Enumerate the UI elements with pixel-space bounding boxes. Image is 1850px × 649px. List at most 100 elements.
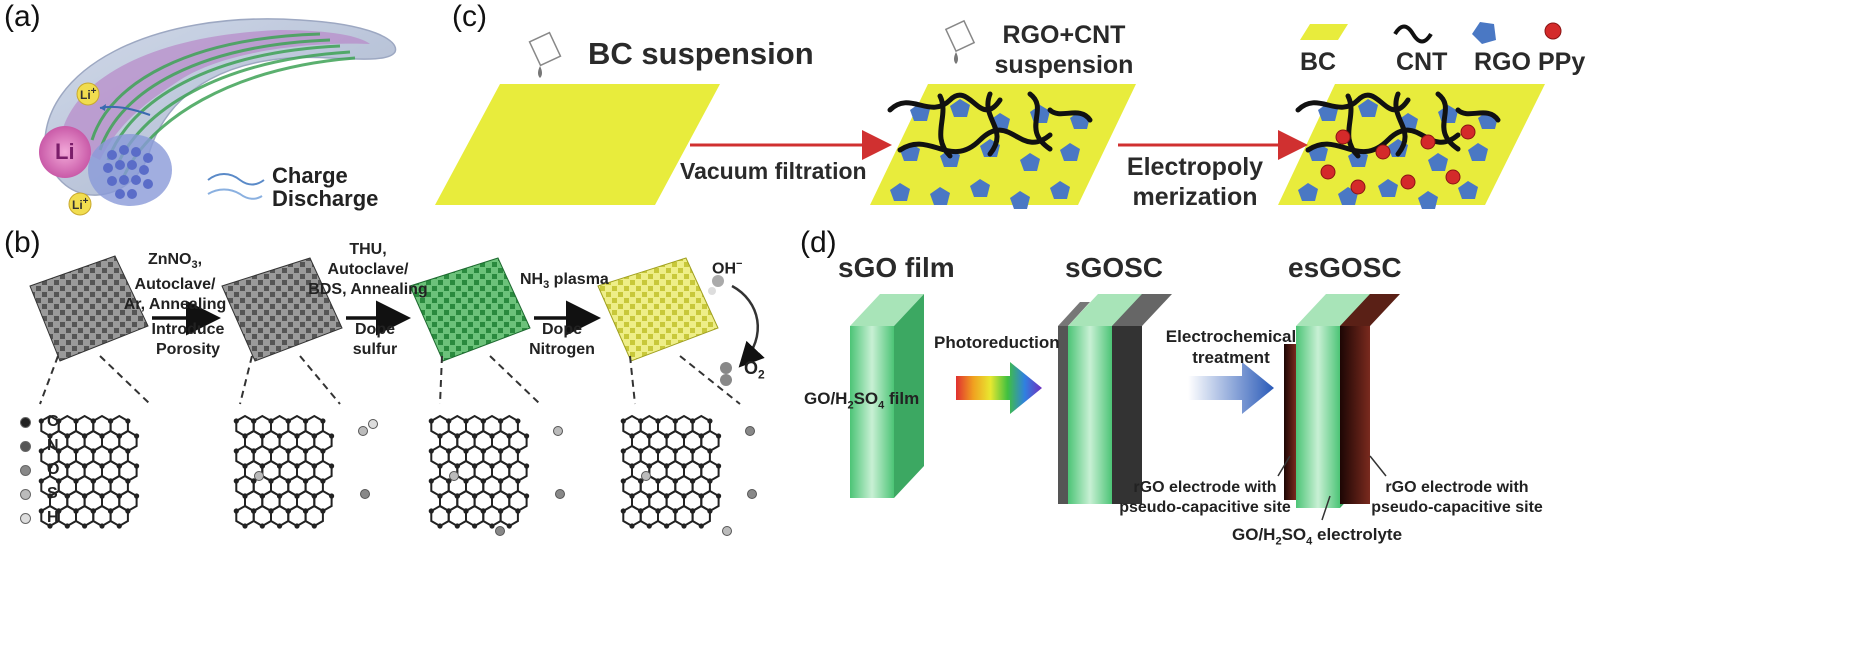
hexagon-ring bbox=[252, 504, 272, 528]
sgosc-film-front bbox=[1068, 326, 1112, 504]
ppy-particle bbox=[1350, 179, 1366, 195]
beaker-icon bbox=[528, 31, 562, 78]
carbon-atom bbox=[233, 508, 239, 514]
leader-electrolyte bbox=[1321, 495, 1331, 521]
carbon-atom bbox=[311, 463, 317, 469]
carbon-atom bbox=[285, 478, 291, 484]
carbon-atom bbox=[716, 493, 722, 499]
carbon-atom bbox=[303, 478, 309, 484]
lithium-sphere bbox=[39, 126, 91, 178]
carbon-atom bbox=[437, 523, 443, 529]
carbon-atom bbox=[259, 523, 265, 529]
carbon-atom bbox=[480, 418, 486, 424]
hexagon-ring bbox=[691, 504, 711, 528]
carbon-atom bbox=[437, 493, 443, 499]
carbon-atom bbox=[454, 493, 460, 499]
carbon-atom bbox=[259, 463, 265, 469]
hexagon-ring bbox=[92, 504, 112, 528]
carbon-atom bbox=[285, 508, 291, 514]
carbon-atom bbox=[268, 448, 274, 454]
rgo-flake bbox=[1010, 191, 1030, 209]
charge-label: Charge bbox=[272, 163, 348, 188]
carbon-atom bbox=[629, 433, 635, 439]
carbon-atom bbox=[655, 478, 661, 484]
leader-right bbox=[1369, 455, 1387, 477]
legend-rgo-label: RGO bbox=[1474, 48, 1531, 76]
legend-bc-swatch bbox=[1300, 24, 1348, 40]
carbon-atom bbox=[716, 433, 722, 439]
legend-dot-h bbox=[20, 512, 31, 524]
bc-suspension-label: BC suspension bbox=[588, 36, 814, 71]
carbon-atom bbox=[116, 463, 122, 469]
carbon-atom bbox=[320, 508, 326, 514]
rgo-flake bbox=[1358, 99, 1378, 117]
carbon-atom bbox=[134, 493, 140, 499]
legend-dot-c bbox=[20, 416, 31, 428]
carbon-atom bbox=[446, 418, 452, 424]
rgo-flake bbox=[950, 99, 970, 117]
electrochemical-arrow bbox=[1188, 362, 1274, 414]
carbon-atom bbox=[56, 478, 62, 484]
orr-arrow bbox=[731, 284, 765, 368]
legend-ppy-label: PPy bbox=[1538, 48, 1586, 76]
charge-arrow bbox=[207, 173, 265, 186]
carbon-atom bbox=[268, 508, 274, 514]
carbon-atom bbox=[47, 493, 53, 499]
carbon-atom bbox=[698, 493, 704, 499]
esgosc-film-top bbox=[1296, 294, 1370, 326]
hexagon-ring bbox=[109, 504, 129, 528]
carbon-atom bbox=[47, 433, 53, 439]
carbon-atom bbox=[620, 448, 626, 454]
carbon-atom bbox=[320, 418, 326, 424]
carbon-atom bbox=[90, 418, 96, 424]
blue-fibers bbox=[103, 145, 153, 199]
dopant-atom bbox=[449, 471, 459, 481]
carbon-atom bbox=[82, 523, 88, 529]
legend-bc-label: BC bbox=[1300, 48, 1337, 76]
carbon-atom bbox=[329, 493, 335, 499]
carbon-atom bbox=[506, 493, 512, 499]
carbon-atom bbox=[620, 418, 626, 424]
hexagon-ring bbox=[482, 504, 502, 528]
hexagon-ring bbox=[447, 504, 467, 528]
carbon-atom bbox=[515, 508, 521, 514]
leader-left bbox=[1277, 455, 1291, 477]
hexagon-ring bbox=[639, 504, 659, 528]
mesh-porous bbox=[221, 257, 343, 362]
carbon-atom bbox=[672, 448, 678, 454]
carbon-atom bbox=[638, 508, 644, 514]
carbon-atom bbox=[125, 448, 131, 454]
carbon-atom bbox=[99, 493, 105, 499]
sgo-film-front bbox=[850, 326, 894, 498]
legend-dot-n bbox=[20, 440, 31, 452]
carbon-atom bbox=[707, 418, 713, 424]
carbon-atom bbox=[90, 478, 96, 484]
dopant-atom bbox=[641, 471, 651, 481]
carbon-atom bbox=[620, 508, 626, 514]
carbon-atom bbox=[707, 478, 713, 484]
li-ion-label-top: Li+ bbox=[80, 86, 97, 102]
carbon-atom bbox=[690, 448, 696, 454]
ion-arrow-head bbox=[100, 104, 106, 111]
cnt-strand bbox=[1047, 107, 1093, 123]
cnt-strand bbox=[1295, 92, 1411, 113]
carbon-atom bbox=[707, 508, 713, 514]
carbon-atom bbox=[690, 478, 696, 484]
step1-label: ZnNO3, Autoclave/Ar, Annealing bbox=[123, 251, 227, 314]
carbon-atom bbox=[515, 478, 521, 484]
hexagon-ring bbox=[57, 504, 77, 528]
carbon-atom bbox=[233, 478, 239, 484]
legend-label-o: O bbox=[47, 461, 60, 478]
carbon-atom bbox=[73, 448, 79, 454]
ppy-particle bbox=[1400, 174, 1416, 190]
carbon-atom bbox=[620, 478, 626, 484]
dopant-atom bbox=[747, 489, 757, 499]
panel-d: sGO film sGOSC esGOSC GO/H2SO4 film Phot… bbox=[800, 226, 1850, 644]
dopant-atom bbox=[368, 419, 378, 429]
